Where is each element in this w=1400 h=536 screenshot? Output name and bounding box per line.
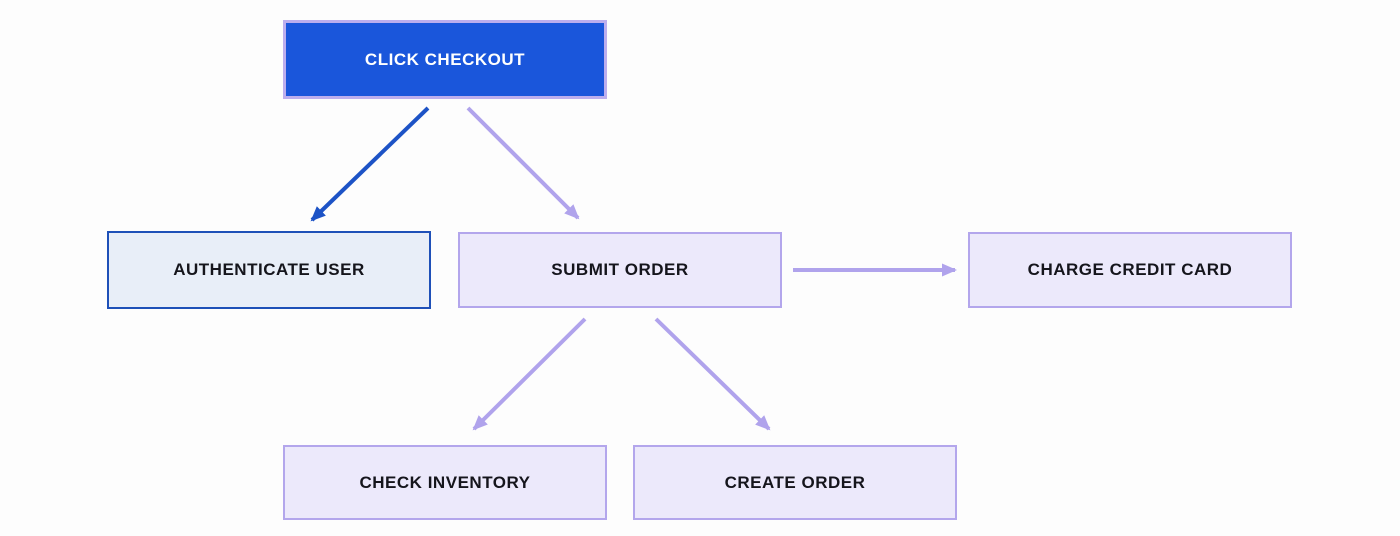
node-create-order-label: CREATE ORDER: [724, 472, 866, 492]
node-authenticate-user-label: AUTHENTICATE USER: [173, 260, 365, 279]
node-submit-order: SUBMIT ORDER: [458, 232, 782, 308]
edge-click-checkout-to-submit-order: [466, 106, 580, 220]
node-click-checkout: CLICK CHECKOUT: [283, 20, 607, 99]
edge-submit-order-to-create-order: [654, 317, 771, 431]
node-charge-credit-card-label: CHARGE CREDIT CARD: [1027, 260, 1233, 279]
edge-click-checkout-to-authenticate-user: [310, 106, 430, 222]
node-charge-credit-card: CHARGE CREDIT CARD: [968, 232, 1292, 308]
node-submit-order-label: SUBMIT ORDER: [551, 260, 689, 279]
node-create-order: CREATE ORDER: [633, 445, 957, 520]
node-authenticate-user: AUTHENTICATE USER: [107, 231, 431, 309]
node-click-checkout-label: CLICK CHECKOUT: [364, 49, 526, 69]
node-check-inventory: CHECK INVENTORY: [283, 445, 607, 520]
node-check-inventory-label: CHECK INVENTORY: [359, 472, 531, 492]
edge-submit-order-to-check-inventory: [472, 317, 587, 431]
